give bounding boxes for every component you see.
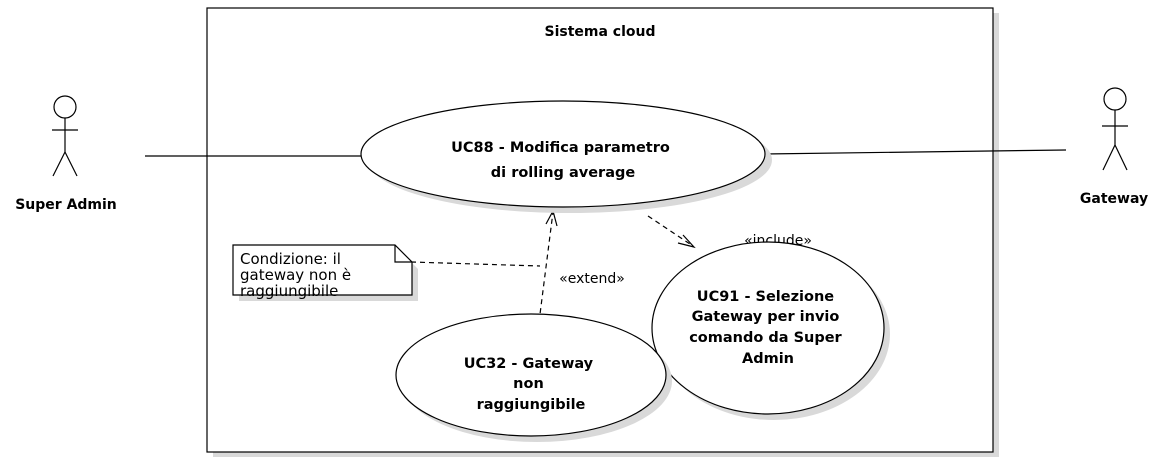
note-line-2: gateway non è: [240, 266, 351, 284]
actor-super-admin: Super Admin: [15, 95, 117, 213]
actor-super-admin-label: Super Admin: [15, 197, 117, 213]
extend-label: «extend»: [559, 271, 625, 287]
uc91-label-line-4: Admin: [742, 351, 794, 367]
condition-note: Condizione: il gateway non è raggiungibi…: [232, 244, 418, 301]
system-boundary: Sistema cloud: [206, 7, 999, 457]
use-case-uc32: UC32 - Gateway non raggiungibile: [395, 313, 672, 442]
uc91-label: UC91 - Selezione Gateway per invio coman…: [689, 289, 847, 367]
uc91-label-line-3: comando da Super: [689, 330, 842, 346]
note-line-1: Condizione: il: [240, 250, 341, 268]
system-title: Sistema cloud: [544, 24, 655, 40]
uc32-label-line-3: raggiungibile: [477, 397, 586, 413]
uc32-label-line-1: UC32 - Gateway: [464, 356, 594, 372]
use-case-uc88: UC88 - Modifica parametro di rolling ave…: [360, 100, 772, 213]
use-case-uc91: UC91 - Selezione Gateway per invio coman…: [651, 241, 890, 420]
actor-gateway-label: Gateway: [1080, 191, 1148, 207]
uc91-label-line-2: Gateway per invio: [692, 309, 840, 325]
uc88-label-line-2: di rolling average: [491, 165, 636, 181]
actor-gateway: Gateway: [1080, 87, 1148, 207]
uc91-label-line-1: UC91 - Selezione: [697, 289, 834, 305]
uc88-label: UC88 - Modifica parametro di rolling ave…: [451, 140, 675, 181]
uc88-label-line-1: UC88 - Modifica parametro: [451, 140, 670, 156]
extend-relationship: «extend»: [538, 209, 625, 323]
association-uc88-gateway: [763, 149, 1067, 155]
note-text: Condizione: il gateway non è raggiungibi…: [240, 250, 356, 300]
note-connector: [410, 261, 541, 267]
uc32-label-line-2: non: [513, 376, 544, 392]
uc32-label: UC32 - Gateway non raggiungibile: [464, 356, 598, 413]
note-line-3: raggiungibile: [240, 282, 338, 300]
